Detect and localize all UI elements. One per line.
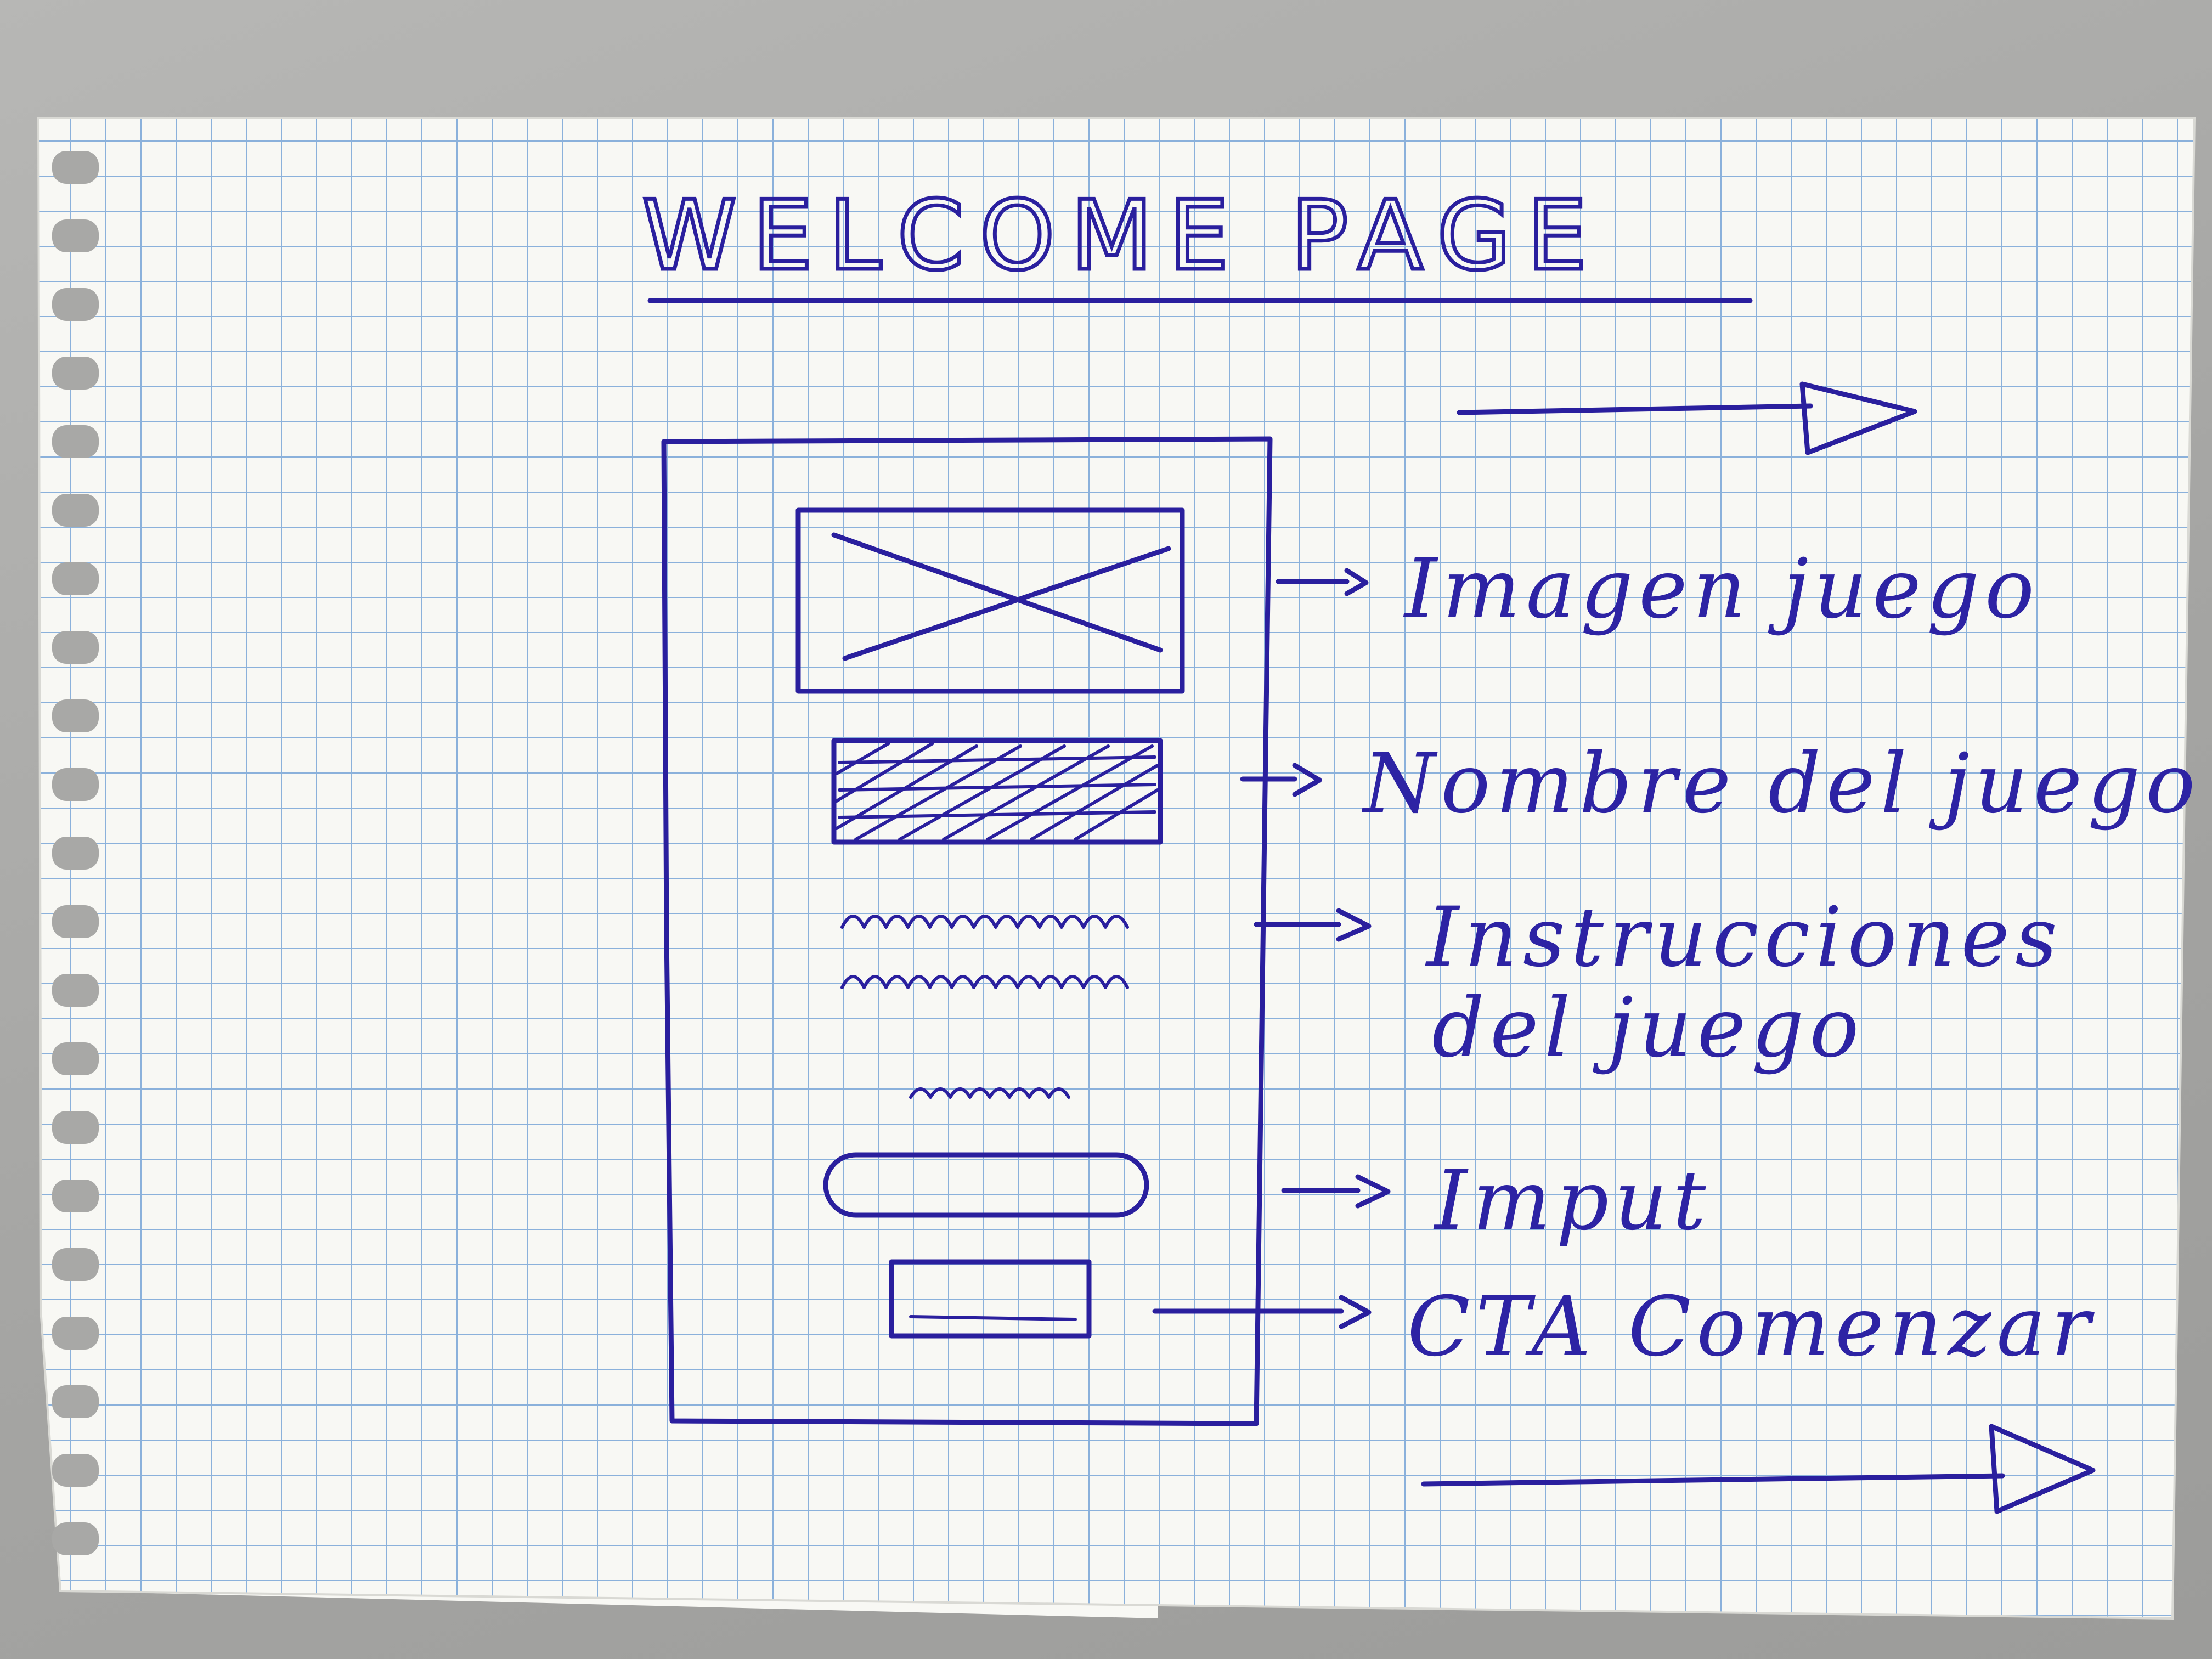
annotation-labels: Imagen juego Nombre del juego Instruccio…: [1362, 541, 2201, 1375]
label-nombre-del-juego: Nombre del juego: [1362, 736, 2201, 832]
bottom-arrow-icon: [1421, 1424, 2096, 1514]
label-cta-comenzar: CTA Comenzar: [1407, 1279, 2096, 1375]
annotation-arrows: [1152, 568, 1391, 1329]
spiral-binding-holes: [52, 151, 99, 1555]
label-imagen-juego: Imagen juego: [1403, 541, 2040, 637]
arrow-nombre-icon: [1240, 763, 1322, 797]
phone-wireframe: [661, 436, 1273, 1426]
instruction-scribbles: [840, 915, 1129, 1099]
arrow-cta-icon: [1152, 1295, 1372, 1329]
label-instrucciones: Instrucciones: [1425, 890, 2063, 985]
arrow-instrucciones-icon: [1254, 908, 1372, 942]
input-field-placeholder: [823, 1152, 1149, 1218]
sketch-title: WELCOME PAGE: [642, 180, 1602, 292]
image-placeholder-icon: [795, 507, 1185, 694]
label-imput: Imput: [1433, 1153, 1711, 1249]
arrow-imagen-icon: [1276, 568, 1369, 596]
graph-paper-sheet: [37, 117, 2196, 1620]
label-del-juego: del juego: [1432, 980, 1865, 1076]
arrow-input-icon: [1281, 1174, 1391, 1209]
game-name-block: [831, 738, 1163, 845]
cta-button-placeholder: [889, 1259, 1092, 1339]
top-arrow-icon: [1457, 381, 1917, 455]
